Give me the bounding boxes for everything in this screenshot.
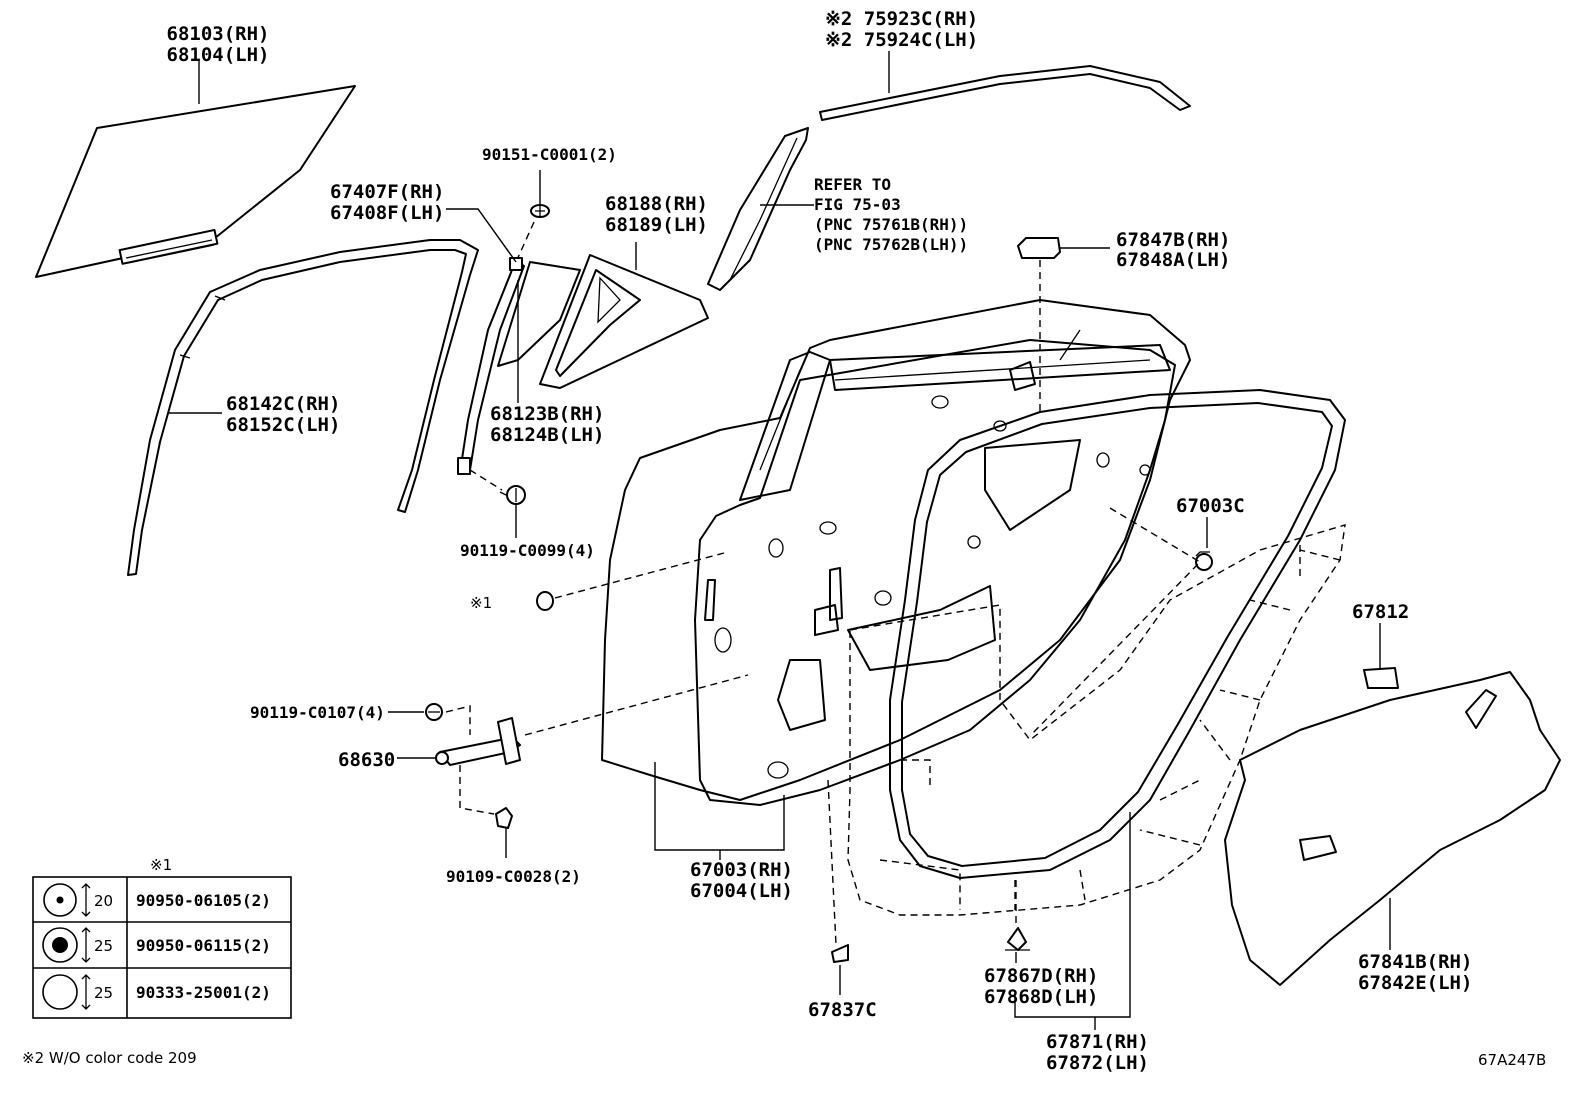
- callout-pad-top-rh: 67847B(RH): [1116, 229, 1230, 251]
- bolt-90119-c0099[interactable]: [499, 485, 526, 505]
- callout-hole-plug: ※1: [470, 594, 492, 612]
- glass-run-channel[interactable]: [127, 239, 479, 576]
- callout-bolt-check: 90119-C0107(4): [250, 703, 385, 722]
- large-dot-icon: [52, 937, 68, 953]
- refer-line-1: REFER TO: [814, 175, 891, 194]
- callout-trim-lh: 67842E(LH): [1358, 972, 1472, 994]
- callout-glass-rh: 68103(RH): [167, 23, 270, 45]
- small-dot-icon: [56, 896, 64, 904]
- clip-67837c[interactable]: [831, 944, 849, 963]
- plug-part-1: 90950-06105(2): [136, 891, 271, 910]
- quarter-window-frame[interactable]: [539, 254, 709, 389]
- callout-weatherstrip-rh: 67871(RH): [1046, 1031, 1149, 1053]
- pad-67812[interactable]: [1363, 667, 1399, 689]
- callout-molding-lh: ※2 75924C(LH): [825, 29, 978, 51]
- clip-67003c[interactable]: [1195, 551, 1213, 571]
- clip-67867d[interactable]: [1005, 927, 1030, 951]
- door-panel[interactable]: [601, 299, 1191, 806]
- plug-table-row-1: 20 90950-06105(2): [43, 883, 271, 917]
- callout-clip-bottom-rh: 67867D(RH): [984, 965, 1098, 987]
- refer-line-2: FIG 75-03: [814, 195, 901, 214]
- pad-67847b[interactable]: [1017, 237, 1061, 259]
- door-check[interactable]: [435, 717, 521, 766]
- callout-quarter-frame-rh: 68188(RH): [605, 193, 708, 215]
- callout-quarter-glass-lh: 68124B(LH): [490, 424, 604, 446]
- pillar-garnish[interactable]: [707, 127, 809, 291]
- callout-molding-top: ※2 75923C(RH) ※2 75924C(LH): [825, 8, 978, 51]
- callout-pad-top-lh: 67848A(LH): [1116, 249, 1230, 271]
- callout-door-panel-lh: 67004(LH): [690, 880, 793, 902]
- callout-clip-bottom-lh: 67868D(LH): [984, 986, 1098, 1008]
- callout-screw-top: 90151-C0001(2): [482, 145, 617, 164]
- callout-pad-top: 67847B(RH) 67848A(LH): [1116, 229, 1230, 271]
- screw-90151[interactable]: [530, 204, 550, 218]
- callout-glass: 68103(RH) 68104(LH): [167, 23, 270, 66]
- callout-weatherstrip-lh: 67872(LH): [1046, 1052, 1149, 1074]
- roof-drip-molding[interactable]: [819, 65, 1191, 121]
- refer-line-4: (PNC 75762B(LH)): [814, 235, 968, 254]
- plug-part-2: 90950-06115(2): [136, 936, 271, 955]
- hole-plug-table: ※1 20 90950-06105(2) 25 90950-06115(2) 2…: [32, 856, 292, 1019]
- callout-quarter-glass-rh: 68123B(RH): [490, 403, 604, 425]
- plug-table-title: ※1: [150, 856, 172, 874]
- quarter-glass[interactable]: [497, 261, 581, 367]
- hole-plug[interactable]: [536, 591, 554, 611]
- callout-check: 68630: [338, 749, 395, 771]
- callout-quarter-frame-lh: 68189(LH): [605, 214, 708, 236]
- callout-pad-67812: 67812: [1352, 601, 1409, 623]
- plug-table-row-3: 25 90333-25001(2): [42, 974, 271, 1010]
- callout-run-channel-lh: 68152C(LH): [226, 414, 340, 436]
- callout-clip-door: 67003C: [1176, 495, 1245, 517]
- callout-door-panel: 67003(RH) 67004(LH): [690, 859, 793, 902]
- callout-refer: REFER TO FIG 75-03 (PNC 75761B(RH)) (PNC…: [814, 175, 968, 254]
- plug-part-3: 90333-25001(2): [136, 983, 271, 1002]
- door-trim-board[interactable]: [1224, 671, 1561, 986]
- bolt-90109-c0028[interactable]: [495, 807, 513, 829]
- callout-molding-rh: ※2 75923C(RH): [825, 8, 978, 30]
- callout-clip-bottom: 67867D(RH) 67868D(LH): [984, 965, 1098, 1008]
- callout-trim: 67841B(RH) 67842E(LH): [1358, 951, 1472, 994]
- plug-table-row-2: 25 90950-06115(2): [42, 927, 271, 963]
- callout-channel-lh: 67408F(LH): [330, 202, 444, 224]
- callout-bolt-4: 90119-C0099(4): [460, 541, 595, 560]
- callout-bolt-bottom: 90109-C0028(2): [446, 867, 581, 886]
- callout-glass-lh: 68104(LH): [167, 44, 270, 66]
- footnote: ※2 W/O color code 209: [22, 1049, 197, 1067]
- plug-size-3: 25: [94, 984, 113, 1002]
- refer-line-3: (PNC 75761B(RH)): [814, 215, 968, 234]
- callout-quarter-glass: 68123B(RH) 68124B(LH): [490, 403, 604, 446]
- callout-run-channel-rh: 68142C(RH): [226, 393, 340, 415]
- callout-weatherstrip: 67871(RH) 67872(LH): [1046, 1031, 1149, 1074]
- callout-channel: 67407F(RH) 67408F(LH): [330, 181, 444, 224]
- callout-run-channel: 68142C(RH) 68152C(LH): [226, 393, 340, 436]
- bolt-90119-c0107[interactable]: [425, 703, 443, 721]
- plug-size-1: 20: [94, 892, 113, 910]
- callout-door-panel-rh: 67003(RH): [690, 859, 793, 881]
- callout-trim-rh: 67841B(RH): [1358, 951, 1472, 973]
- callout-channel-rh: 67407F(RH): [330, 181, 444, 203]
- callout-quarter-frame: 68188(RH) 68189(LH): [605, 193, 708, 236]
- figure-code: 67A247B: [1478, 1051, 1546, 1069]
- silencer-pad-outline: [847, 524, 1346, 916]
- door-weatherstrip[interactable]: [889, 389, 1346, 879]
- door-glass[interactable]: [35, 85, 356, 278]
- plug-size-2: 25: [94, 937, 113, 955]
- callout-clip-67837c: 67837C: [808, 999, 877, 1021]
